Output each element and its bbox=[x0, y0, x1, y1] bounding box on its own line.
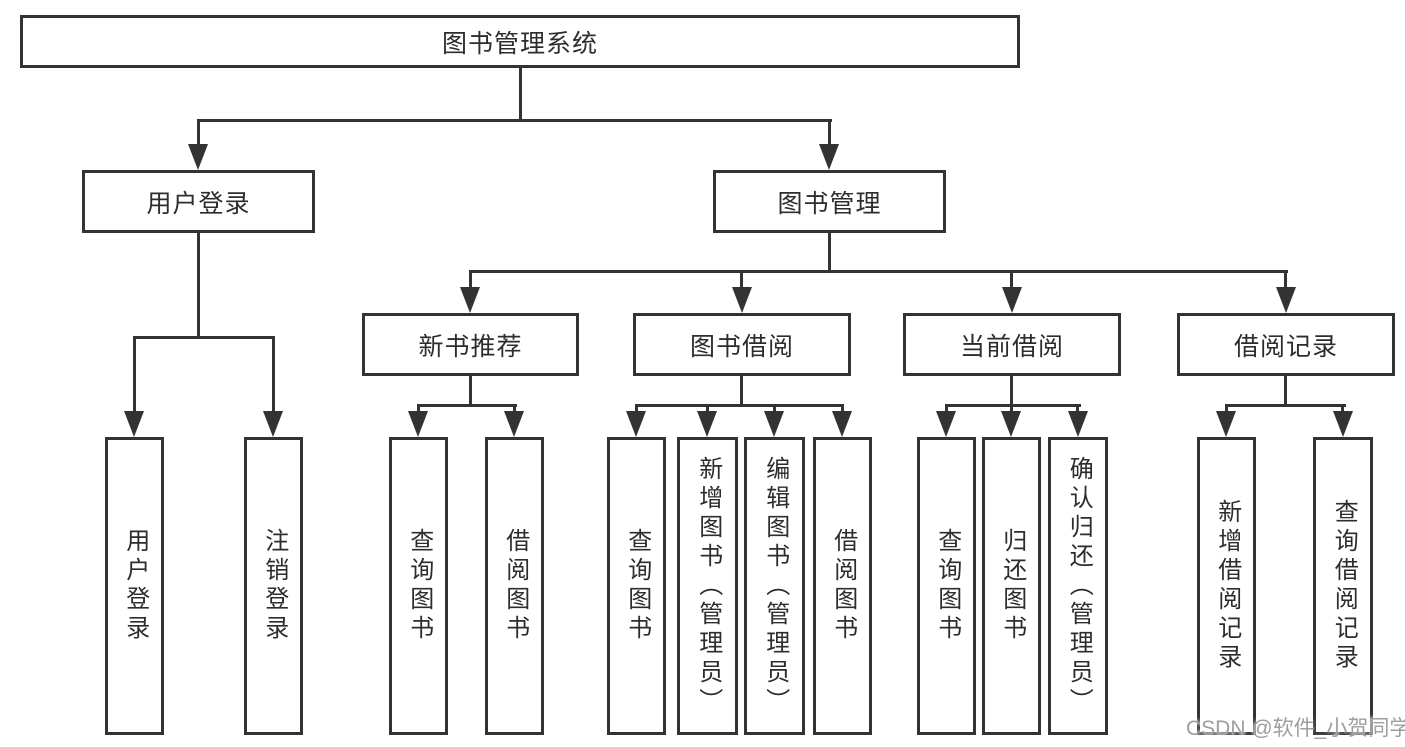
arrowhead-current-borrow bbox=[1002, 287, 1022, 313]
connector-g4-stem-a bbox=[945, 404, 948, 415]
connector-g2-stem-a bbox=[417, 404, 420, 415]
connector-g4-stem-b bbox=[1010, 404, 1013, 415]
arrowhead-br-query-record bbox=[1333, 411, 1353, 437]
node-borrow-records-label: 借阅记录 bbox=[1233, 332, 1338, 361]
node-book-mgmt-label: 图书管理 bbox=[777, 189, 882, 218]
leaf-nb-query-books: 查询图书 bbox=[389, 437, 448, 735]
connector-g3-stem-c bbox=[773, 404, 776, 415]
leaf-bb-query-books-label: 查询图书 bbox=[623, 528, 651, 644]
arrowhead-bb-query-books bbox=[626, 411, 646, 437]
node-book-borrow: 图书借阅 bbox=[633, 313, 851, 376]
connector-user-login-stem bbox=[197, 233, 200, 339]
leaf-cb-confirm-return: 确认归还（管理员） bbox=[1048, 437, 1108, 735]
connector-l2-right-stem bbox=[828, 119, 831, 149]
connector-l3-stem-borrow-records bbox=[1284, 270, 1287, 292]
arrowhead-user-login bbox=[188, 144, 208, 170]
connector-g5-stem-a bbox=[1225, 404, 1228, 415]
leaf-cb-confirm-return-label: 确认归还（管理员） bbox=[1065, 455, 1093, 717]
node-current-borrow-label: 当前借阅 bbox=[959, 332, 1064, 361]
leaf-bb-edit-books: 编辑图书（管理员） bbox=[744, 437, 805, 735]
node-root: 图书管理系统 bbox=[20, 15, 1020, 68]
arrowhead-cb-confirm-return bbox=[1068, 411, 1088, 437]
leaf-br-query-record-label: 查询借阅记录 bbox=[1330, 499, 1358, 673]
connector-book-mgmt-stem bbox=[828, 233, 831, 272]
leaf-user-login-label: 用户登录 bbox=[121, 528, 149, 644]
arrowhead-bb-edit-books bbox=[764, 411, 784, 437]
leaf-bb-query-books: 查询图书 bbox=[607, 437, 666, 735]
connector-g2-stem bbox=[469, 376, 472, 406]
connector-g3-stem-d bbox=[841, 404, 844, 415]
leaf-bb-borrow-books: 借阅图书 bbox=[813, 437, 872, 735]
connector-g1-left-stem bbox=[133, 336, 136, 416]
connector-g2-stem-b bbox=[513, 404, 516, 415]
leaf-nb-borrow-books: 借阅图书 bbox=[485, 437, 544, 735]
node-user-login-label: 用户登录 bbox=[146, 189, 251, 218]
connector-g2-horizontal bbox=[417, 404, 517, 407]
arrowhead-bb-borrow-books bbox=[832, 411, 852, 437]
connector-g4-stem bbox=[1010, 376, 1013, 406]
connector-l2-horizontal bbox=[197, 119, 832, 122]
leaf-bb-add-books-label: 新增图书（管理员） bbox=[694, 455, 722, 717]
arrowhead-cb-query-books bbox=[936, 411, 956, 437]
leaf-br-query-record: 查询借阅记录 bbox=[1313, 437, 1373, 735]
leaf-cb-return-books: 归还图书 bbox=[982, 437, 1041, 735]
leaf-logout: 注销登录 bbox=[244, 437, 303, 735]
leaf-logout-label: 注销登录 bbox=[260, 528, 288, 644]
arrowhead-leaf-logout bbox=[263, 411, 283, 437]
leaf-cb-return-books-label: 归还图书 bbox=[998, 528, 1026, 644]
connector-g5-stem-b bbox=[1341, 404, 1344, 415]
arrowhead-cb-return-books bbox=[1001, 411, 1021, 437]
leaf-cb-query-books-label: 查询图书 bbox=[933, 528, 961, 644]
node-book-borrow-label: 图书借阅 bbox=[689, 332, 794, 361]
connector-g1-right-stem bbox=[272, 336, 275, 416]
leaf-cb-query-books: 查询图书 bbox=[917, 437, 976, 735]
arrowhead-borrow-records bbox=[1276, 287, 1296, 313]
node-root-label: 图书管理系统 bbox=[441, 29, 598, 58]
node-new-book-rec: 新书推荐 bbox=[362, 313, 579, 376]
node-borrow-records: 借阅记录 bbox=[1177, 313, 1395, 376]
connector-l2-left-stem bbox=[197, 119, 200, 149]
connector-l3-stem-new-book bbox=[469, 270, 472, 292]
leaf-nb-query-books-label: 查询图书 bbox=[405, 528, 433, 644]
node-user-login: 用户登录 bbox=[82, 170, 315, 233]
connector-g3-stem-b bbox=[706, 404, 709, 415]
arrowhead-br-add-record bbox=[1216, 411, 1236, 437]
connector-l3-horizontal bbox=[469, 270, 1288, 273]
csdn-watermark: CSDN @软件_小贺同学 bbox=[1186, 717, 1405, 740]
connector-l3-stem-book-borrow bbox=[740, 270, 743, 292]
arrowhead-nb-borrow-books bbox=[504, 411, 524, 437]
arrowhead-nb-query-books bbox=[408, 411, 428, 437]
arrowhead-bb-add-books bbox=[697, 411, 717, 437]
leaf-nb-borrow-books-label: 借阅图书 bbox=[501, 528, 529, 644]
leaf-bb-borrow-books-label: 借阅图书 bbox=[829, 528, 857, 644]
node-book-mgmt: 图书管理 bbox=[713, 170, 946, 233]
connector-g5-stem bbox=[1284, 376, 1287, 406]
connector-g5-horizontal bbox=[1225, 404, 1346, 407]
connector-g3-stem bbox=[740, 376, 743, 406]
leaf-br-add-record-label: 新增借阅记录 bbox=[1213, 499, 1241, 673]
connector-g4-stem-c bbox=[1076, 404, 1079, 415]
node-current-borrow: 当前借阅 bbox=[903, 313, 1121, 376]
node-new-book-rec-label: 新书推荐 bbox=[418, 332, 523, 361]
connector-l3-stem-current-borrow bbox=[1010, 270, 1013, 292]
connector-g3-horizontal bbox=[635, 404, 844, 407]
arrowhead-book-mgmt bbox=[819, 144, 839, 170]
leaf-user-login: 用户登录 bbox=[105, 437, 164, 735]
arrowhead-book-borrow bbox=[732, 287, 752, 313]
connector-root-stem bbox=[519, 68, 522, 122]
connector-g4-horizontal bbox=[945, 404, 1081, 407]
arrowhead-new-book-rec bbox=[460, 287, 480, 313]
connector-g1-horizontal bbox=[133, 336, 275, 339]
leaf-bb-edit-books-label: 编辑图书（管理员） bbox=[761, 455, 789, 717]
arrowhead-leaf-user-login bbox=[124, 411, 144, 437]
leaf-br-add-record: 新增借阅记录 bbox=[1197, 437, 1256, 735]
leaf-bb-add-books: 新增图书（管理员） bbox=[677, 437, 738, 735]
connector-g3-stem-a bbox=[635, 404, 638, 415]
